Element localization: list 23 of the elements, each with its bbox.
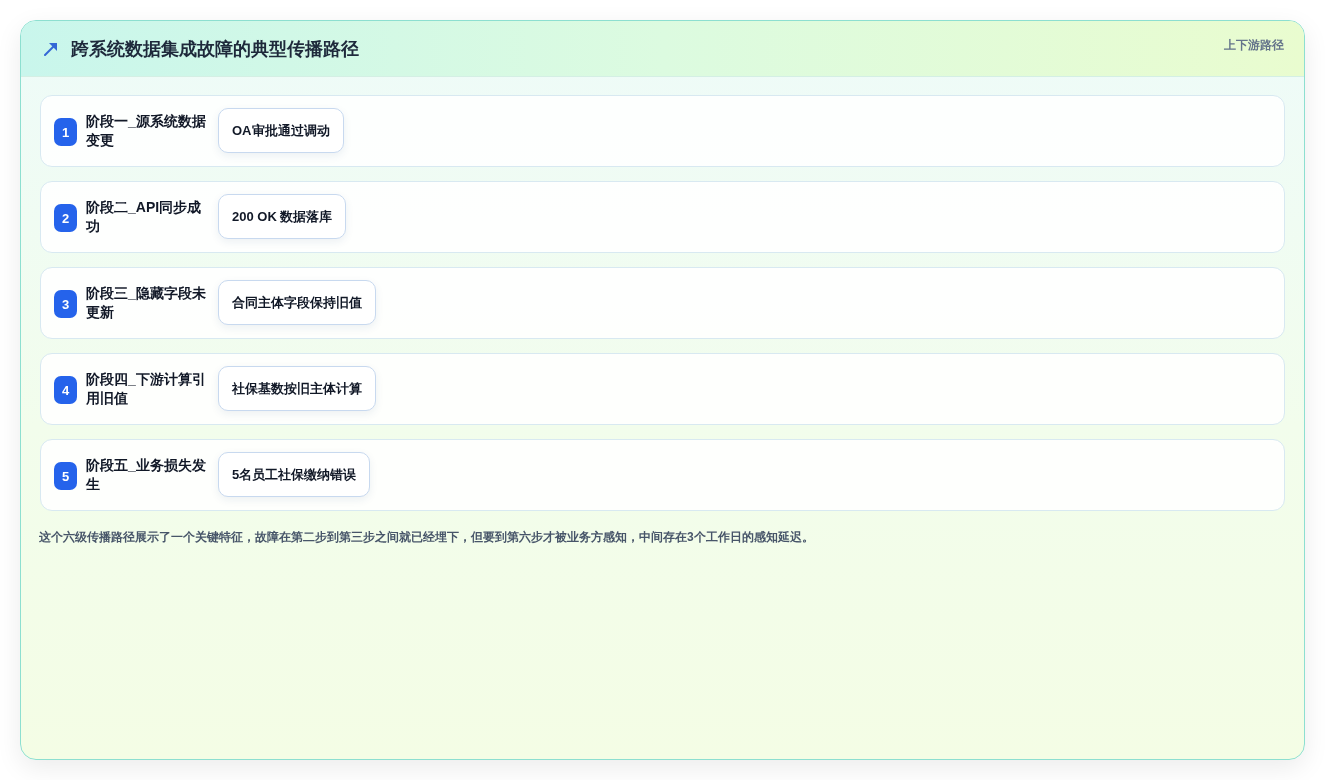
step-number-badge: 5 — [54, 462, 77, 490]
step-number-badge: 4 — [54, 376, 77, 404]
stage-label: 阶段四_下游计算引用旧值 — [86, 370, 206, 408]
event-chip: OA审批通过调动 — [218, 108, 344, 153]
stage-card — [40, 181, 1285, 253]
stage-label: 阶段一_源系统数据变更 — [86, 112, 206, 150]
step-number-badge: 2 — [54, 204, 77, 232]
stage-card — [40, 439, 1285, 511]
event-chip: 合同主体字段保持旧值 — [218, 280, 376, 325]
header-note: 上下游路径 — [1224, 37, 1284, 53]
stage-label: 阶段二_API同步成功 — [86, 198, 203, 236]
event-chip: 5名员工社保缴纳错误 — [218, 452, 371, 497]
stage-label: 阶段五_业务损失发生 — [86, 456, 206, 494]
step-number-badge: 3 — [54, 290, 77, 318]
step-number-badge: 1 — [54, 118, 77, 146]
stage-card — [40, 267, 1285, 339]
event-chip: 社保基数按旧主体计算 — [218, 366, 376, 411]
stage-card — [40, 353, 1285, 425]
title: 跨系统数据集成故障的典型传播路径 — [71, 38, 359, 61]
stage-card — [40, 95, 1285, 167]
event-chip: 200 OK 数据落库 — [218, 194, 347, 239]
caption-text: 这个六级传播路径展示了一个关键特征，故障在第二步到第三步之间就已经埋下，但要到第六步才被业务方感知，中间存在3个工作日的感知延迟。 — [39, 529, 814, 545]
stage-label: 阶段三_隐藏字段未更新 — [86, 284, 206, 322]
